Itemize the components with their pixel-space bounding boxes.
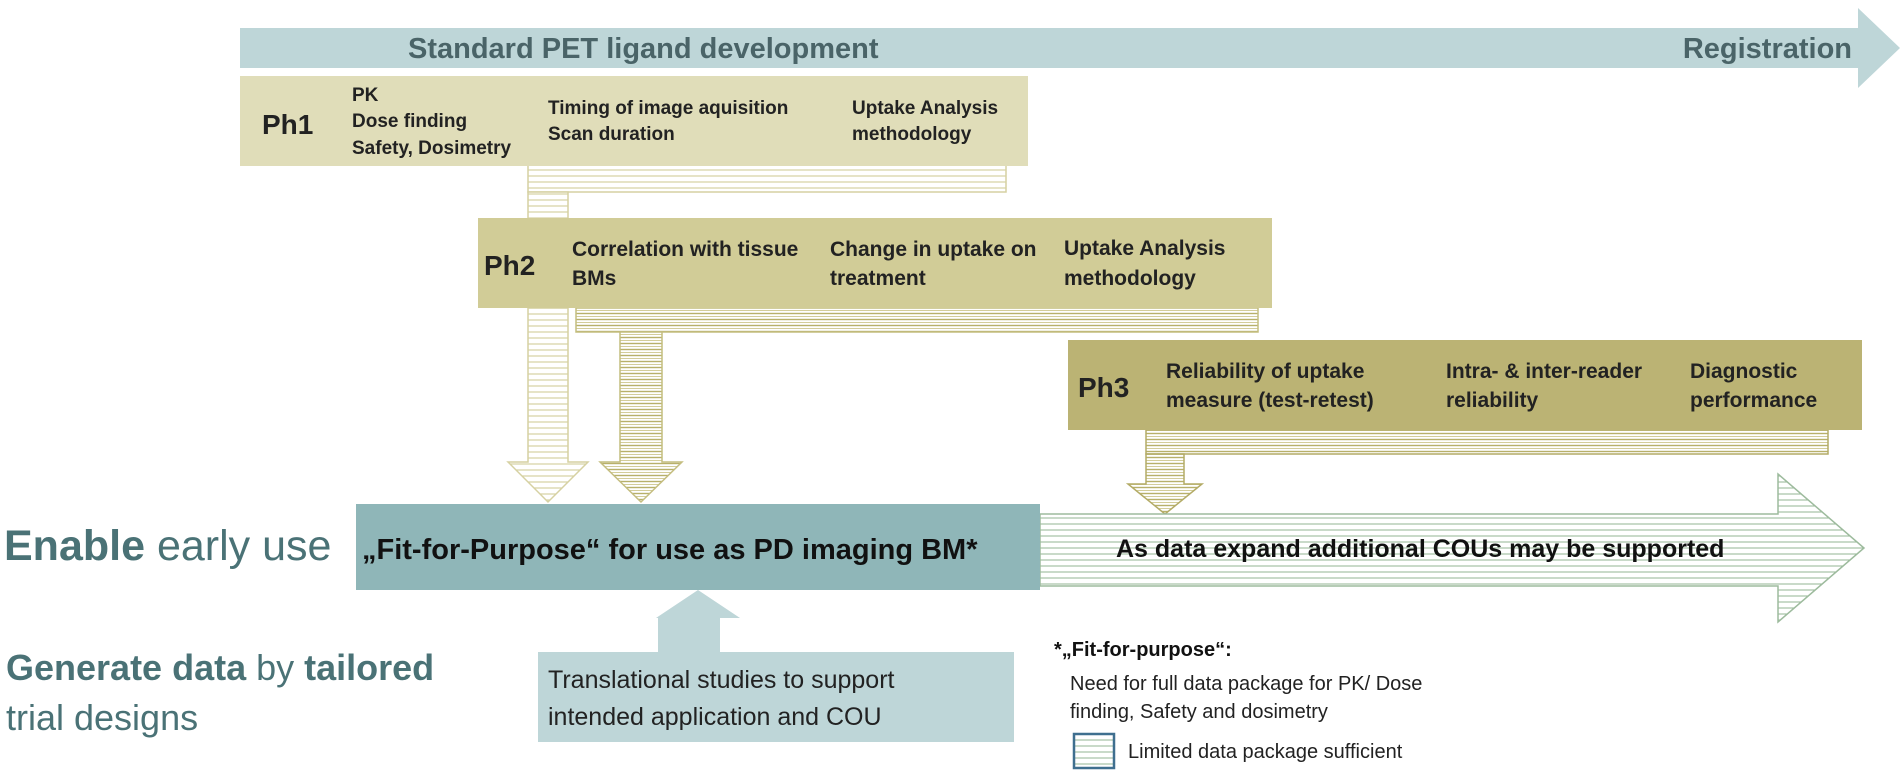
translational-line2: intended application and COU	[548, 703, 882, 731]
ph1-col2-line1: Timing of image aquisition	[548, 98, 788, 119]
footnote-title: *„Fit-for-purpose“:	[1054, 639, 1232, 661]
ph1-col3-line2: methodology	[852, 124, 972, 145]
ph1-col1-line2: Dose finding	[352, 111, 467, 132]
ph1-box: Ph1 PK Dose finding Safety, Dosimetry Ti…	[240, 76, 1028, 166]
ph3-limited-data-bar	[1145, 429, 1829, 455]
legend-label: Limited data package sufficient	[1128, 741, 1403, 763]
ph2-col3-line2: methodology	[1064, 267, 1196, 290]
translational-up-arrow	[656, 590, 740, 652]
ph1-down-arrow	[506, 307, 590, 504]
ph3-col2-line2: reliability	[1446, 389, 1539, 412]
enable-bold: Enable	[4, 522, 145, 570]
fit-for-purpose-box	[356, 504, 1040, 590]
ph2-col2-line2: treatment	[830, 267, 926, 290]
ph3-box: Ph3 Reliability of uptake measure (test-…	[1068, 340, 1862, 430]
generate-data-label: Generate data by tailored	[6, 647, 434, 688]
ph1-col1-line3: Safety, Dosimetry	[352, 138, 512, 159]
fit-for-purpose-text: „Fit-for-Purpose“ for use as PD imaging …	[362, 534, 978, 566]
ph3-label: Ph3	[1078, 372, 1129, 403]
ph2-col3-line1: Uptake Analysis	[1064, 237, 1225, 260]
ph1-limited-data-bar	[527, 163, 1007, 193]
footnote: *„Fit-for-purpose“: Need for full data p…	[1054, 639, 1422, 770]
ph2-box: Ph2 Correlation with tissue BMs Change i…	[478, 218, 1272, 308]
footnote-line1: Need for full data package for PK/ Dose	[1070, 673, 1422, 695]
ph3-col1-line1: Reliability of uptake	[1166, 360, 1364, 383]
legend-swatch	[1072, 732, 1116, 770]
ph3-col3-line2: performance	[1690, 389, 1817, 412]
translational-line1: Translational studies to support	[548, 666, 895, 694]
ph2-col2-line1: Change in uptake on	[830, 238, 1037, 261]
expand-arrow	[1039, 472, 1866, 624]
ph3-col3-line1: Diagnostic	[1690, 360, 1798, 383]
standard-development-title: Standard PET ligand development	[408, 33, 879, 65]
ph1-col2-line2: Scan duration	[548, 124, 675, 145]
expand-arrow-text: As data expand additional COUs may be su…	[1116, 535, 1724, 563]
ph3-col1-line2: measure (test-retest)	[1166, 389, 1374, 412]
generate-mid: by	[246, 647, 304, 688]
enable-early-use-label: Enable early use	[4, 522, 331, 570]
ph2-label: Ph2	[484, 250, 535, 281]
ph2-limited-data-bar	[575, 307, 1259, 333]
registration-label: Registration	[1683, 33, 1852, 65]
ph2-col1-line1: Correlation with tissue	[572, 238, 798, 261]
generate-bold1: Generate data	[6, 647, 247, 688]
ph3-down-arrow	[1125, 453, 1205, 515]
standard-development-arrow: Standard PET ligand development Registra…	[240, 8, 1900, 88]
trial-designs-label: trial designs	[6, 697, 198, 738]
enable-rest: early use	[145, 522, 331, 570]
ph3-col2-line1: Intra- & inter-reader	[1446, 360, 1642, 383]
ph1-col1-line1: PK	[352, 85, 379, 106]
ph1-col3-line1: Uptake Analysis	[852, 98, 998, 119]
ph2-col1-line2: BMs	[572, 267, 616, 290]
ph2-down-arrow	[598, 331, 684, 504]
translational-box: Translational studies to support intende…	[538, 652, 1014, 742]
ph1-label: Ph1	[262, 109, 313, 140]
generate-bold2: tailored	[304, 647, 434, 688]
footnote-line2: finding, Safety and dosimetry	[1070, 701, 1328, 723]
